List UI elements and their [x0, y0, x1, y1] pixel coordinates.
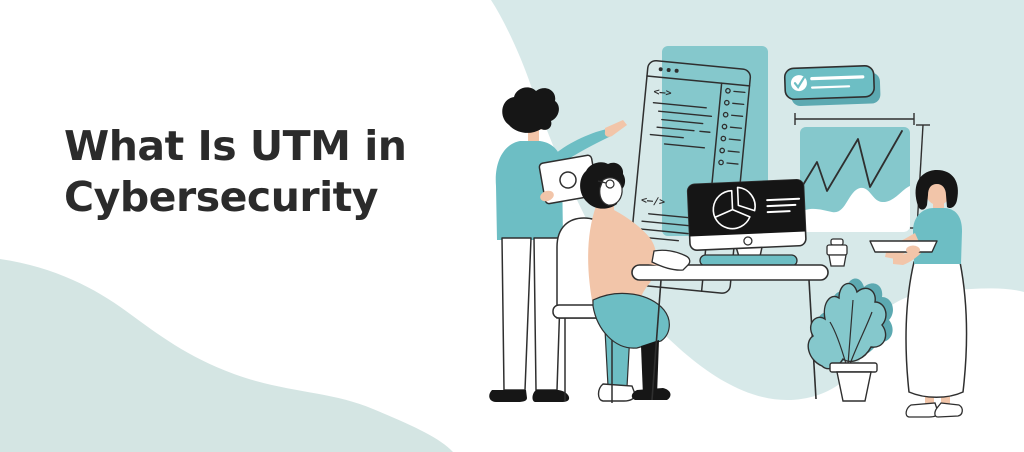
analytics-panel — [794, 113, 930, 232]
chart-area-wave — [800, 186, 910, 232]
woman-hair — [915, 169, 958, 210]
desktop-monitor — [686, 179, 807, 268]
pointing-man-neck — [528, 124, 539, 142]
code-sidebar-list — [718, 87, 746, 166]
check-badge-body — [783, 64, 875, 101]
chart-zigzag-line — [802, 130, 903, 192]
pointing-man-left-sleeve — [498, 180, 542, 214]
seated-glasses-icon — [597, 179, 615, 189]
title-line-2: Cybersecurity — [64, 173, 379, 222]
tray — [869, 240, 938, 253]
plant-stems — [829, 299, 873, 365]
seated-black-shoe — [631, 388, 671, 400]
background-blob-corner — [0, 259, 453, 452]
plant-leaves — [807, 282, 887, 370]
seated-sock — [641, 340, 659, 396]
plant-pot — [836, 371, 872, 402]
tablet-circle-icon — [559, 171, 577, 189]
seated-thigh — [592, 292, 670, 349]
woman-neck — [933, 200, 944, 212]
check-badge — [783, 64, 881, 107]
screen-text-lines — [766, 197, 801, 214]
seated-glove-hand — [651, 249, 691, 271]
woman-skirt — [905, 261, 968, 398]
code-tag-open-icon: <—> — [653, 87, 672, 100]
code-tag-close-icon: <—/> — [641, 195, 666, 208]
seated-face-mask — [599, 177, 623, 206]
person-standing-right — [869, 169, 968, 418]
woman-hand-on-tray — [906, 245, 920, 255]
monitor-camera-icon — [743, 236, 753, 246]
woman-shoes — [905, 402, 963, 418]
pie-chart-icon — [712, 186, 756, 230]
pointing-man-pants — [501, 237, 563, 391]
desk-leg-left — [651, 279, 662, 401]
pointing-man-hair — [502, 87, 559, 133]
pointing-hand — [604, 120, 627, 137]
seated-white-shoe — [597, 383, 636, 402]
pointing-man-shoes — [489, 390, 570, 402]
potted-plant — [807, 278, 893, 402]
window-dots-icon — [658, 67, 679, 73]
page-title: What Is UTM in Cybersecurity — [64, 121, 407, 223]
woman-top — [913, 208, 962, 264]
title-line-1: What Is UTM in — [64, 122, 407, 171]
measure-line-top — [794, 113, 915, 125]
plant-pot-rim — [829, 362, 878, 373]
tablet-grip-hand — [540, 190, 554, 202]
coffee-cup — [826, 238, 848, 267]
code-lines-top — [649, 101, 713, 149]
desk-top — [631, 264, 829, 281]
